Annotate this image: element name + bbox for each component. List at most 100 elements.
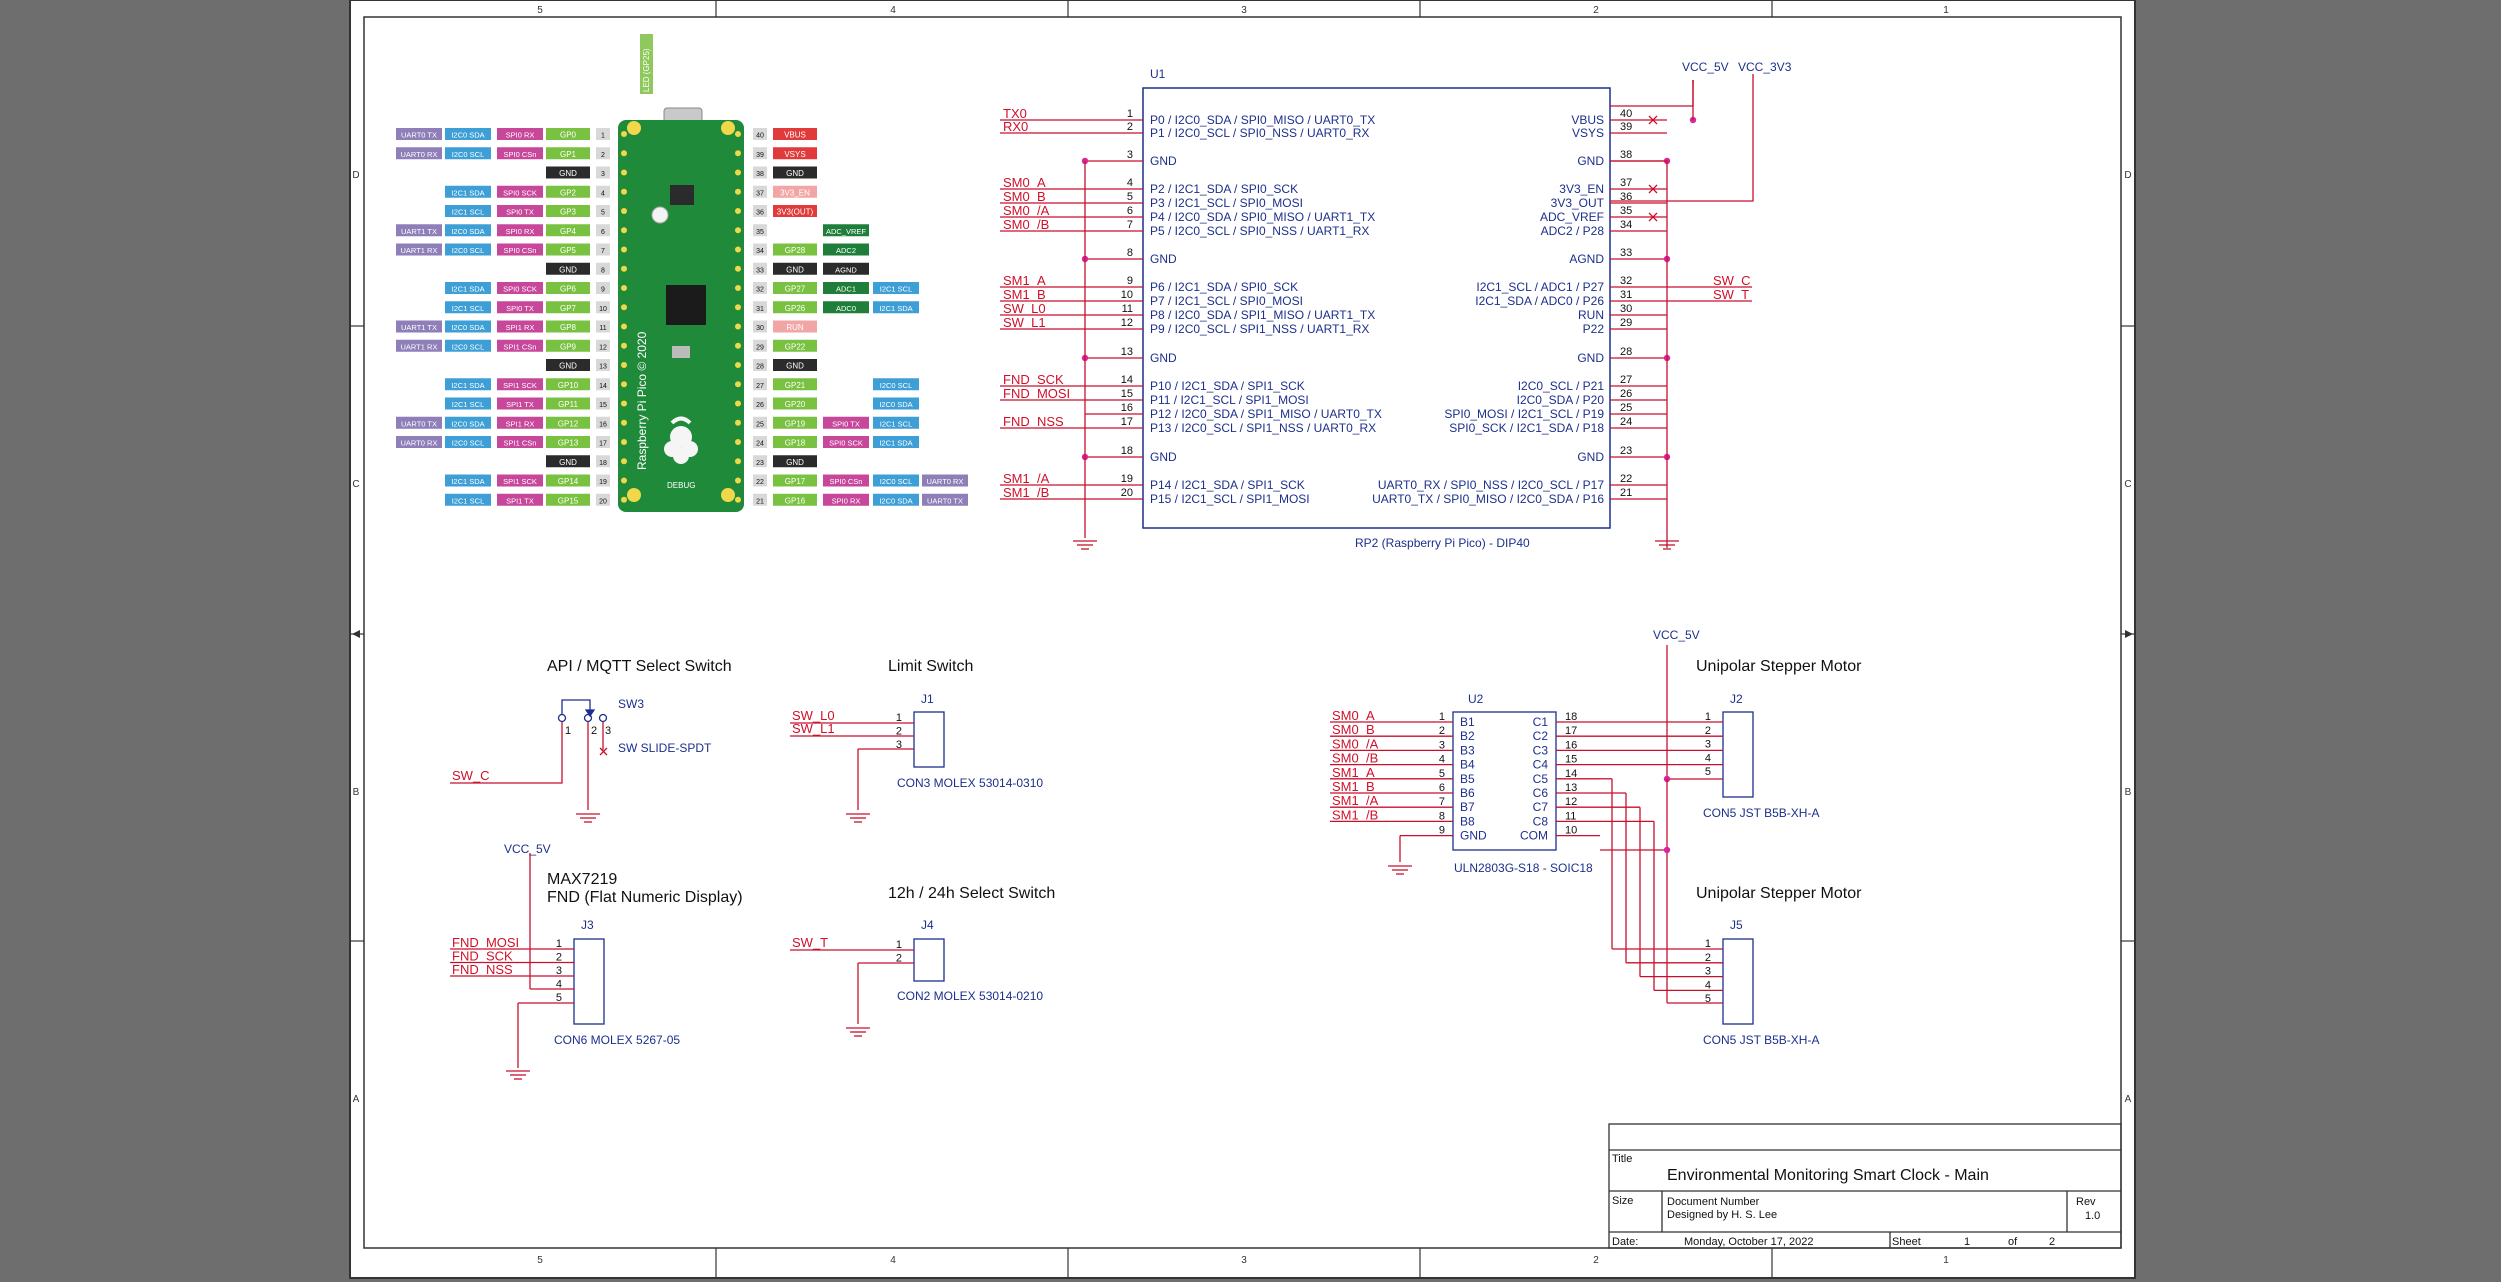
pico-pin-number-box bbox=[753, 455, 767, 468]
pico-gp-tag bbox=[773, 474, 817, 487]
pico-pin-number-box bbox=[596, 320, 610, 333]
u1-pin-number: 22 bbox=[1620, 473, 1632, 485]
pico-func-label: ADC_VREF bbox=[826, 227, 866, 236]
pico-pad bbox=[621, 169, 627, 176]
pico-gp-tag bbox=[773, 147, 817, 160]
pico-pin-number: 21 bbox=[756, 498, 764, 505]
pico-pin-number: 4 bbox=[601, 190, 605, 197]
pico-pin-number: 37 bbox=[756, 190, 764, 197]
pico-pin-number-box bbox=[596, 455, 610, 468]
pico-mount-hole bbox=[721, 488, 735, 502]
pico-pad bbox=[735, 246, 741, 253]
pico-pin-number-box bbox=[753, 282, 767, 294]
pico-gp-tag bbox=[773, 397, 817, 410]
pico-pad bbox=[735, 208, 741, 214]
pico-func-label: I2C1 SCL bbox=[880, 285, 913, 294]
pico-gp-tag bbox=[546, 301, 590, 314]
pico-gp-tag bbox=[773, 301, 817, 314]
pico-pad bbox=[735, 477, 741, 484]
pico-gp-label: GND bbox=[786, 362, 804, 371]
u2-pin-number: 16 bbox=[1565, 739, 1577, 751]
pico-pad bbox=[621, 304, 627, 311]
pico-pad bbox=[735, 227, 741, 234]
pico-func-tag bbox=[823, 436, 869, 448]
pico-func-label: SPI1 SCK bbox=[503, 381, 537, 390]
pico-pin-number: 28 bbox=[756, 364, 764, 371]
u1-pin-name: I2C1_SCL / ADC1 / P27 bbox=[1476, 280, 1604, 294]
u1-pin-number: 31 bbox=[1620, 289, 1632, 301]
pico-func-label: I2C1 SDA bbox=[451, 477, 484, 486]
u1-net-label: FND_MOSI bbox=[1003, 386, 1070, 401]
pico-pin-number: 5 bbox=[601, 210, 605, 217]
u1-net-label: SW_L0 bbox=[1003, 301, 1046, 316]
zone-col-label: 1 bbox=[1943, 1255, 1949, 1266]
u1-pin-number: 13 bbox=[1121, 346, 1133, 358]
pico-func-tag bbox=[497, 493, 543, 506]
pico-func-label: ADC0 bbox=[836, 304, 856, 313]
u2-pin-name: C3 bbox=[1533, 743, 1549, 757]
pico-gp-tag bbox=[546, 416, 590, 429]
u2-pin-name: B4 bbox=[1460, 758, 1475, 772]
u1-pin-name: I2C0_SCL / P21 bbox=[1518, 379, 1605, 393]
vcc-3v3-label: VCC_3V3 bbox=[1738, 60, 1792, 74]
pico-func-tag bbox=[873, 282, 919, 294]
u2-pin-name: C7 bbox=[1533, 800, 1549, 814]
pico-pin-number: 3 bbox=[601, 171, 605, 178]
pico-func-tag bbox=[497, 282, 543, 294]
u1-pin-name: UART0_TX / SPI0_MISO / I2C0_SDA / P16 bbox=[1372, 492, 1604, 506]
pico-pad bbox=[735, 439, 741, 445]
u1-net-label: SM1_A bbox=[1003, 273, 1046, 288]
pico-pin-number-box bbox=[753, 436, 767, 448]
pico-func-label: SPI0 RX bbox=[506, 227, 535, 236]
pico-pin-number: 34 bbox=[756, 248, 764, 255]
pico-gp-label: RUN bbox=[786, 323, 804, 332]
pico-gp-tag bbox=[546, 243, 590, 256]
u1-pin-name: P15 / I2C1_SCL / SPI1_MOSI bbox=[1150, 492, 1310, 506]
pico-gp-label: GND bbox=[786, 458, 804, 467]
u2-pin-name: B6 bbox=[1460, 786, 1475, 800]
u1-pin-name: P7 / I2C1_SCL / SPI0_MOSI bbox=[1150, 294, 1303, 308]
pico-gp-label: 3V3(OUT) bbox=[777, 208, 814, 217]
pico-func-label: I2C0 SCL bbox=[880, 381, 913, 390]
u1-net-label: SM1_/B bbox=[1003, 485, 1049, 500]
u1-pin-name: P4 / I2C0_SDA / SPI0_MISO / UART1_TX bbox=[1150, 210, 1375, 224]
zone-col-label: 5 bbox=[537, 1255, 543, 1266]
pico-pin-number-box bbox=[596, 339, 610, 352]
size-label: Size bbox=[1612, 1195, 1633, 1207]
pico-pad bbox=[735, 381, 741, 388]
pico-func-label: SPI1 SCK bbox=[503, 477, 537, 486]
pico-func-label: UART1 RX bbox=[401, 246, 438, 255]
u1-net-label: SW_L1 bbox=[1003, 315, 1046, 330]
u1-pin-number: 15 bbox=[1121, 388, 1133, 400]
pico-gp-label: GP10 bbox=[558, 381, 579, 390]
ground-icon bbox=[506, 1070, 530, 1080]
pico-gp-label: GND bbox=[559, 169, 577, 178]
u1-pin-number: 32 bbox=[1620, 275, 1632, 287]
u1-pin-name: P10 / I2C1_SDA / SPI1_SCK bbox=[1150, 379, 1305, 393]
pico-pin-number: 7 bbox=[601, 248, 605, 255]
pico-pin-number: 13 bbox=[599, 364, 607, 371]
u1-pin-number: 1 bbox=[1127, 108, 1133, 120]
pico-func-tag bbox=[445, 436, 491, 448]
j3-fnd-connector: VCC_5V MAX7219 FND (Flat Numeric Display… bbox=[504, 842, 743, 1047]
u1-pin-number: 30 bbox=[1620, 303, 1632, 315]
pico-gp-tag bbox=[546, 397, 590, 410]
j3-ref: J3 bbox=[581, 918, 594, 932]
pico-func-label: I2C1 SCL bbox=[452, 496, 485, 505]
pico-mount-hole bbox=[627, 488, 641, 502]
u1-pin-number: 18 bbox=[1121, 445, 1133, 457]
pico-gp-tag bbox=[773, 339, 817, 352]
pico-func-label: UART1 RX bbox=[401, 342, 438, 351]
